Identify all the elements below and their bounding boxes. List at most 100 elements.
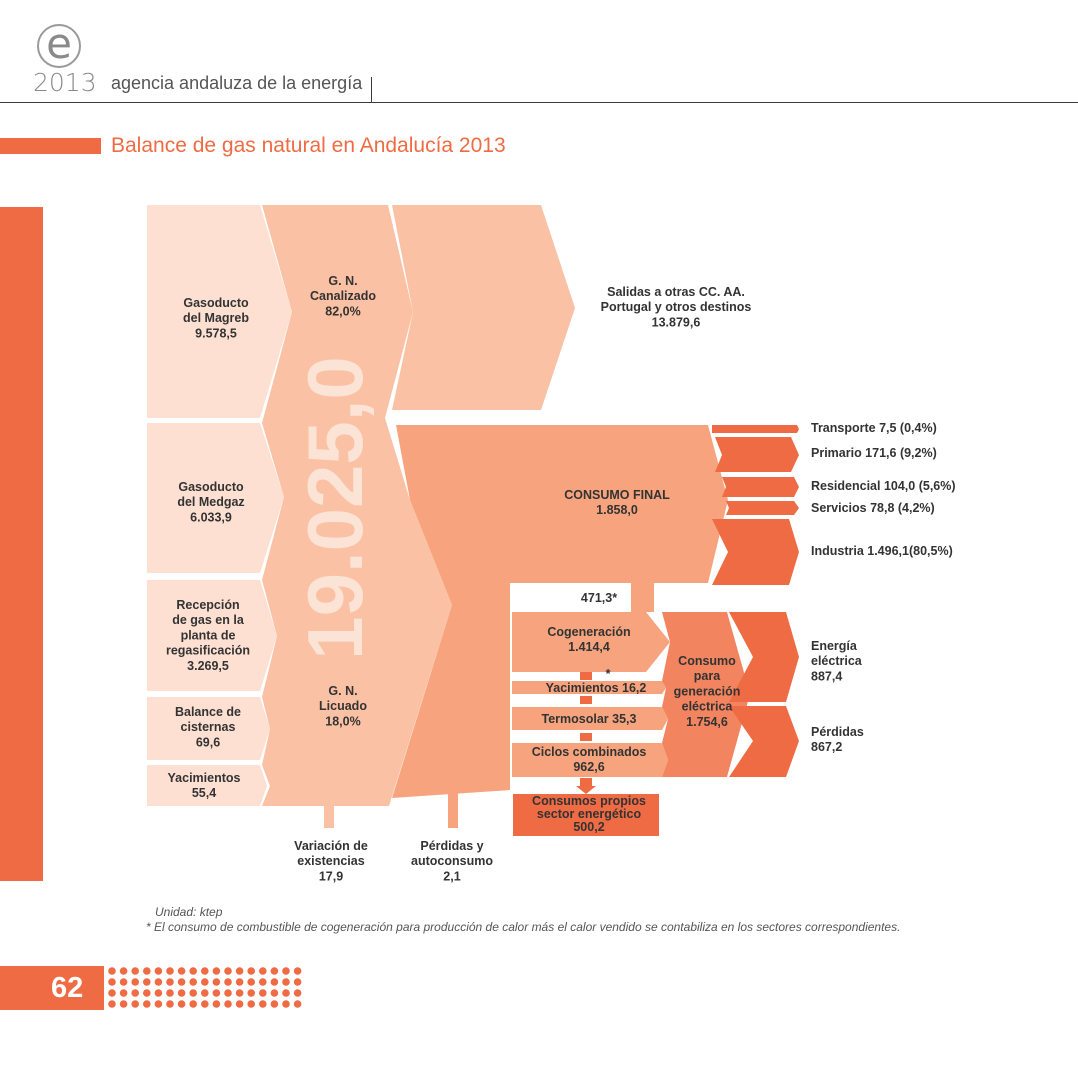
sector-label: Primario 171,6 (9,2%) bbox=[811, 446, 937, 460]
dot-icon bbox=[224, 1000, 232, 1008]
dot-icon bbox=[119, 989, 128, 997]
dot-icon bbox=[131, 967, 139, 975]
cogen-to-final-label: 471,3* bbox=[581, 591, 617, 605]
generation-input-label: Termosolar 35,3 bbox=[542, 712, 637, 726]
dot-icon bbox=[235, 967, 244, 975]
dot-icon bbox=[131, 989, 139, 997]
dot-icon bbox=[177, 967, 186, 975]
side-accent-bar bbox=[0, 207, 43, 881]
source-cisternas bbox=[147, 697, 270, 760]
dot-icon bbox=[154, 978, 163, 986]
dot-icon bbox=[235, 1000, 244, 1008]
sector-label: Servicios 78,8 (4,2%) bbox=[811, 501, 935, 515]
dot-icon bbox=[282, 989, 290, 997]
dot-icon bbox=[189, 989, 197, 997]
dot-icon bbox=[270, 989, 279, 997]
output-energia-electrica bbox=[729, 612, 799, 702]
dot-icon bbox=[108, 989, 116, 997]
dot-icon bbox=[270, 967, 279, 975]
dot-icon bbox=[189, 1000, 197, 1008]
dot-icon bbox=[166, 978, 174, 986]
page-number-box bbox=[0, 966, 104, 1010]
input-termosolar bbox=[512, 707, 668, 730]
total-gas-column bbox=[262, 205, 452, 806]
dot-icon bbox=[154, 967, 163, 975]
dot-icon bbox=[212, 989, 221, 997]
dot-icon bbox=[201, 967, 209, 975]
dot-icon bbox=[154, 1000, 163, 1008]
dot-icon bbox=[212, 967, 221, 975]
sector-label: Transporte 7,5 (0,4%) bbox=[811, 421, 937, 435]
dot-icon bbox=[154, 989, 163, 997]
dot-icon bbox=[143, 978, 151, 986]
input-ciclos bbox=[512, 743, 668, 777]
source-medgaz bbox=[147, 423, 284, 573]
dot-icon bbox=[282, 1000, 290, 1008]
dot-icon bbox=[201, 1000, 209, 1008]
flow-shapes bbox=[147, 205, 799, 836]
dot-icon bbox=[177, 1000, 186, 1008]
source-magreb bbox=[147, 205, 292, 418]
dot-icon bbox=[143, 1000, 151, 1008]
dot-icon bbox=[166, 989, 174, 997]
dot-icon bbox=[108, 967, 116, 975]
page-header: e 2013 agencia andaluza de la energía bbox=[0, 0, 1078, 110]
title-accent-bar bbox=[0, 138, 101, 154]
logo-e-icon: e bbox=[37, 19, 81, 68]
dot-icon bbox=[293, 989, 302, 997]
dot-icon bbox=[270, 978, 279, 986]
header-rule bbox=[0, 102, 1078, 103]
variacion-drop bbox=[324, 800, 334, 828]
dot-icon bbox=[201, 989, 209, 997]
dot-icon bbox=[259, 989, 267, 997]
perdidas-drop bbox=[448, 790, 458, 828]
dot-icon bbox=[131, 978, 139, 986]
dot-icon bbox=[259, 1000, 267, 1008]
dot-icon bbox=[247, 1000, 255, 1008]
logo-year: 2013 bbox=[33, 68, 97, 97]
dot-icon bbox=[212, 1000, 221, 1008]
sector-label: Residencial 104,0 (5,6%) bbox=[811, 479, 956, 493]
dot-icon bbox=[177, 989, 186, 997]
dot-icon bbox=[224, 967, 232, 975]
page-number: 62 bbox=[51, 972, 84, 1004]
dot-icon bbox=[247, 967, 255, 975]
dot-icon bbox=[259, 978, 267, 986]
dot-icon bbox=[131, 1000, 139, 1008]
dot-icon bbox=[293, 967, 302, 975]
dot-icon bbox=[143, 989, 151, 997]
source-yacimientos bbox=[147, 765, 267, 806]
dot-icon bbox=[270, 1000, 279, 1008]
dot-icon bbox=[224, 989, 232, 997]
logo-letter: e bbox=[46, 19, 72, 68]
sector-transporte bbox=[712, 425, 799, 433]
sector-label: Industria 1.496,1(80,5%) bbox=[811, 544, 953, 558]
generation-input-label: Yacimientos 16,2 bbox=[546, 681, 647, 695]
dot-icon bbox=[189, 978, 197, 986]
connector-termosolar bbox=[580, 733, 592, 741]
dot-icon bbox=[293, 978, 302, 986]
dot-icon bbox=[224, 978, 232, 986]
input-cogeneracion bbox=[512, 612, 670, 672]
unit-note: Unidad: ktep bbox=[155, 905, 223, 919]
dot-icon bbox=[119, 1000, 128, 1008]
dot-icon bbox=[235, 989, 244, 997]
header-divider-tick bbox=[371, 77, 372, 102]
dot-icon bbox=[166, 1000, 174, 1008]
sector-industria bbox=[712, 519, 799, 585]
dot-icon bbox=[247, 978, 255, 986]
